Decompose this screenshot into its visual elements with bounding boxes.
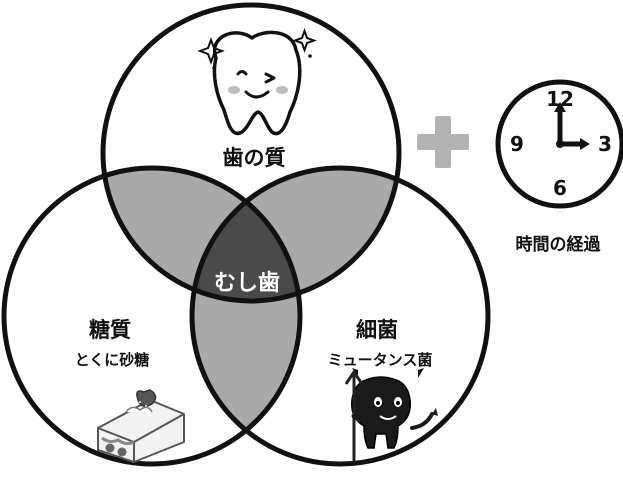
- plus-icon: [417, 116, 469, 168]
- label-bacteria-sub: ミュータンス菌: [328, 351, 433, 369]
- label-cavity: むし歯: [214, 270, 280, 296]
- clock-number-9: 9: [510, 132, 524, 156]
- germ-devil-icon: [344, 368, 438, 462]
- overlap-center: [192, 168, 300, 301]
- label-sugar-sub: とくに砂糖: [75, 351, 150, 369]
- clock-number-6: 6: [553, 176, 567, 200]
- clock-number-12: 12: [546, 87, 574, 111]
- clock-icon: 12 3 6 9: [495, 79, 623, 209]
- clock-number-3: 3: [598, 132, 612, 156]
- circle-sugar: [1, 165, 303, 467]
- label-tooth-quality: 歯の質: [223, 146, 286, 170]
- label-sugar: 糖質: [89, 318, 131, 342]
- circle-bacteria: [189, 165, 491, 467]
- label-bacteria: 細菌: [356, 318, 398, 342]
- clock-caption: 時間の経過: [516, 234, 602, 255]
- smiling-tooth-icon: [197, 28, 317, 136]
- strawberry-shortcake-icon: [97, 389, 185, 463]
- circle-tooth-quality: [100, 2, 402, 304]
